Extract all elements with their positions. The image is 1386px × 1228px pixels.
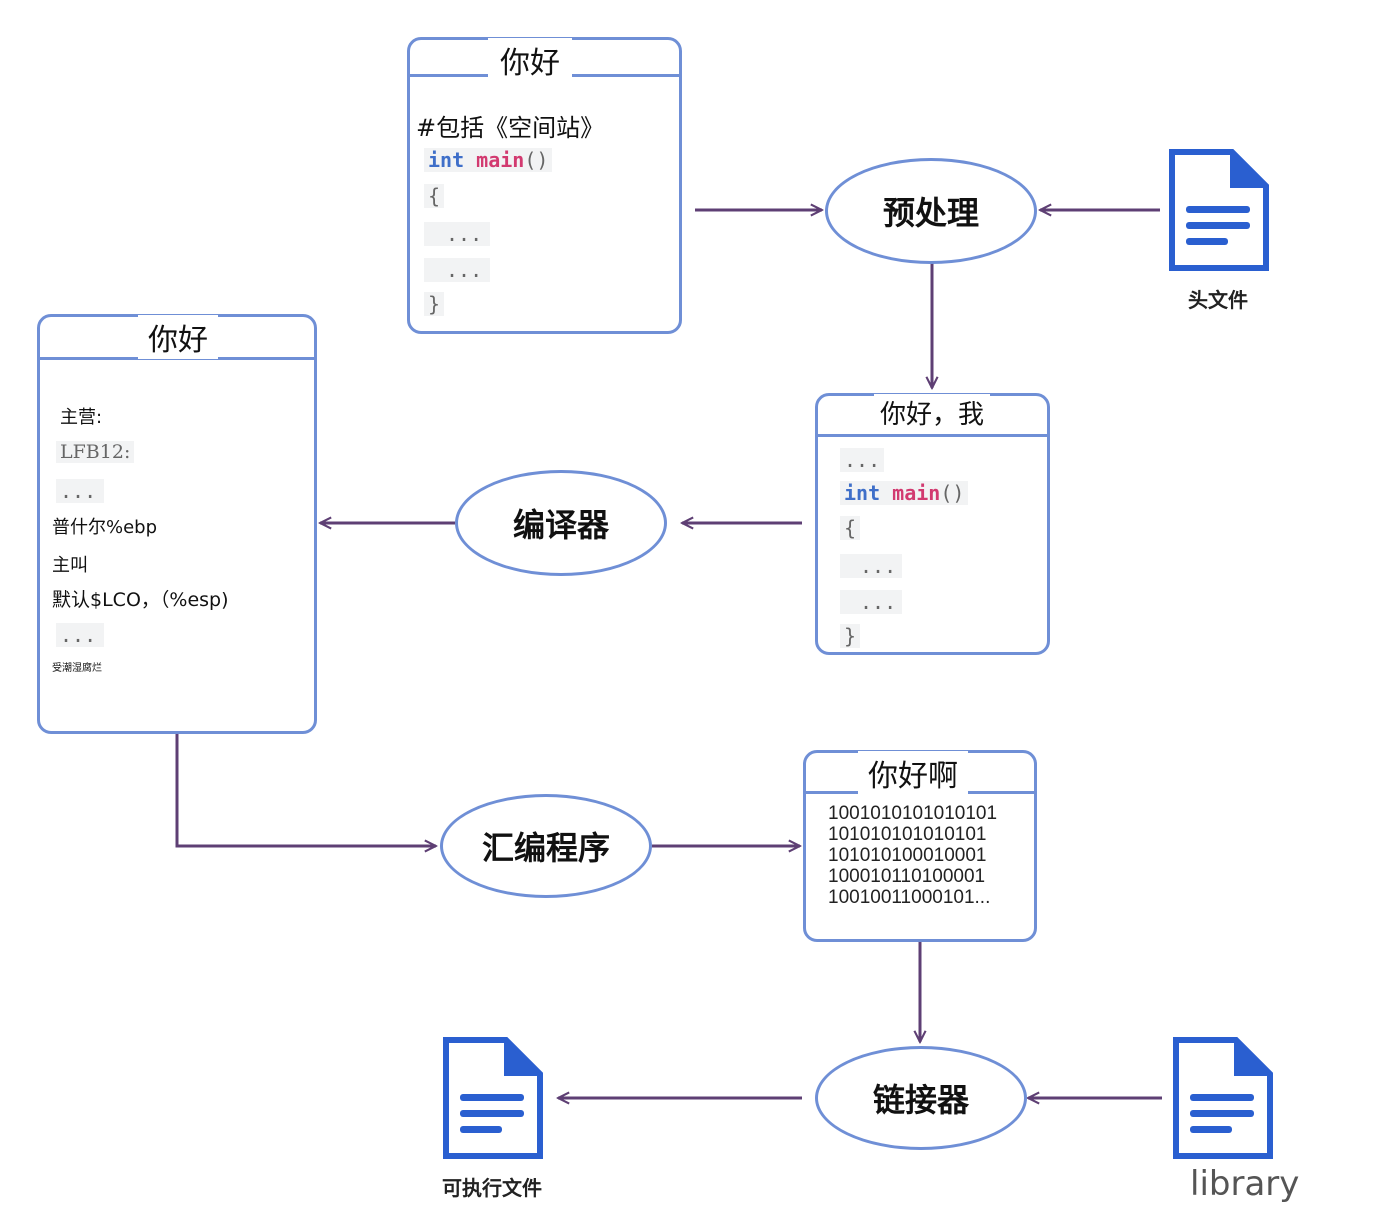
- box-title: 你好: [488, 38, 572, 82]
- code-line: 默认$LCO，（%esp): [46, 585, 239, 612]
- header-file-label: 头文件: [1188, 288, 1248, 312]
- code-line: ...: [56, 623, 105, 647]
- compiler-label: 编译器: [512, 506, 609, 544]
- keyword-int: int: [428, 148, 465, 172]
- code-line: LFB12:: [56, 441, 135, 463]
- parens: (): [524, 148, 549, 172]
- preprocessor-node: 预处理: [825, 158, 1037, 264]
- code-line: int main(): [840, 481, 969, 505]
- code-line: ...: [840, 590, 903, 614]
- code-line: ...: [424, 222, 491, 246]
- executable-file-label: 可执行文件: [442, 1176, 542, 1200]
- binary-line: 100010110100001: [828, 866, 986, 887]
- compiler-node: 编译器: [455, 470, 667, 576]
- code-line: {: [840, 516, 861, 540]
- binary-line: 101010101010101: [828, 824, 987, 845]
- code-line: ...: [840, 554, 903, 578]
- library-file-label: library: [1190, 1164, 1300, 1204]
- code-line: 主营:: [54, 403, 131, 429]
- box-title: 你好: [138, 315, 218, 359]
- preprocessor-label: 预处理: [882, 194, 979, 232]
- box-header: [818, 396, 1047, 437]
- code-line: }: [840, 624, 861, 648]
- code-line: 普什尔%ebp: [46, 513, 186, 539]
- code-line: }: [424, 292, 445, 316]
- code-line: ...: [424, 258, 491, 282]
- assembly-code-box: 你好 主营: LFB12: ... 普什尔%ebp 主叫 默认$LCO，（%es…: [37, 314, 317, 734]
- keyword-main: main: [476, 148, 525, 172]
- source-code-box: 你好 #包括《空间站》 int main() { ... ... }: [407, 37, 682, 334]
- linker-node: 链接器: [815, 1046, 1027, 1150]
- preprocessed-code-box: 你好，我 ... int main() { ... ... }: [815, 393, 1050, 655]
- code-line: {: [424, 184, 445, 208]
- executable-file-icon: [443, 1037, 543, 1159]
- code-line: ...: [56, 479, 105, 503]
- object-file-box: 你好啊 1001010101010101 101010101010101 101…: [803, 750, 1037, 942]
- linker-label: 链接器: [872, 1081, 969, 1119]
- header-file-icon: [1169, 149, 1269, 271]
- arrow-assembly-to-assembler: [175, 733, 436, 846]
- parens: (): [940, 481, 965, 505]
- code-line: 主叫: [46, 551, 198, 577]
- box-title: 你好啊: [858, 751, 968, 795]
- assembler-label: 汇编程序: [481, 829, 610, 867]
- binary-line: 1001010101010101: [828, 803, 998, 824]
- box-title: 你好，我: [874, 394, 991, 431]
- code-line: ...: [840, 448, 885, 472]
- binary-line: 101010100010001: [828, 845, 987, 866]
- code-line: int main(): [424, 148, 553, 172]
- binary-line: 10010011000101...: [828, 887, 991, 908]
- assembler-node: 汇编程序: [440, 794, 652, 898]
- keyword-main: main: [892, 481, 941, 505]
- keyword-int: int: [844, 481, 881, 505]
- library-file-icon: [1173, 1037, 1273, 1159]
- code-line: #包括《空间站》: [416, 108, 665, 143]
- binary-block: 1001010101010101 101010101010101 1010101…: [828, 803, 997, 908]
- code-line: 受潮湿腐烂: [46, 659, 108, 674]
